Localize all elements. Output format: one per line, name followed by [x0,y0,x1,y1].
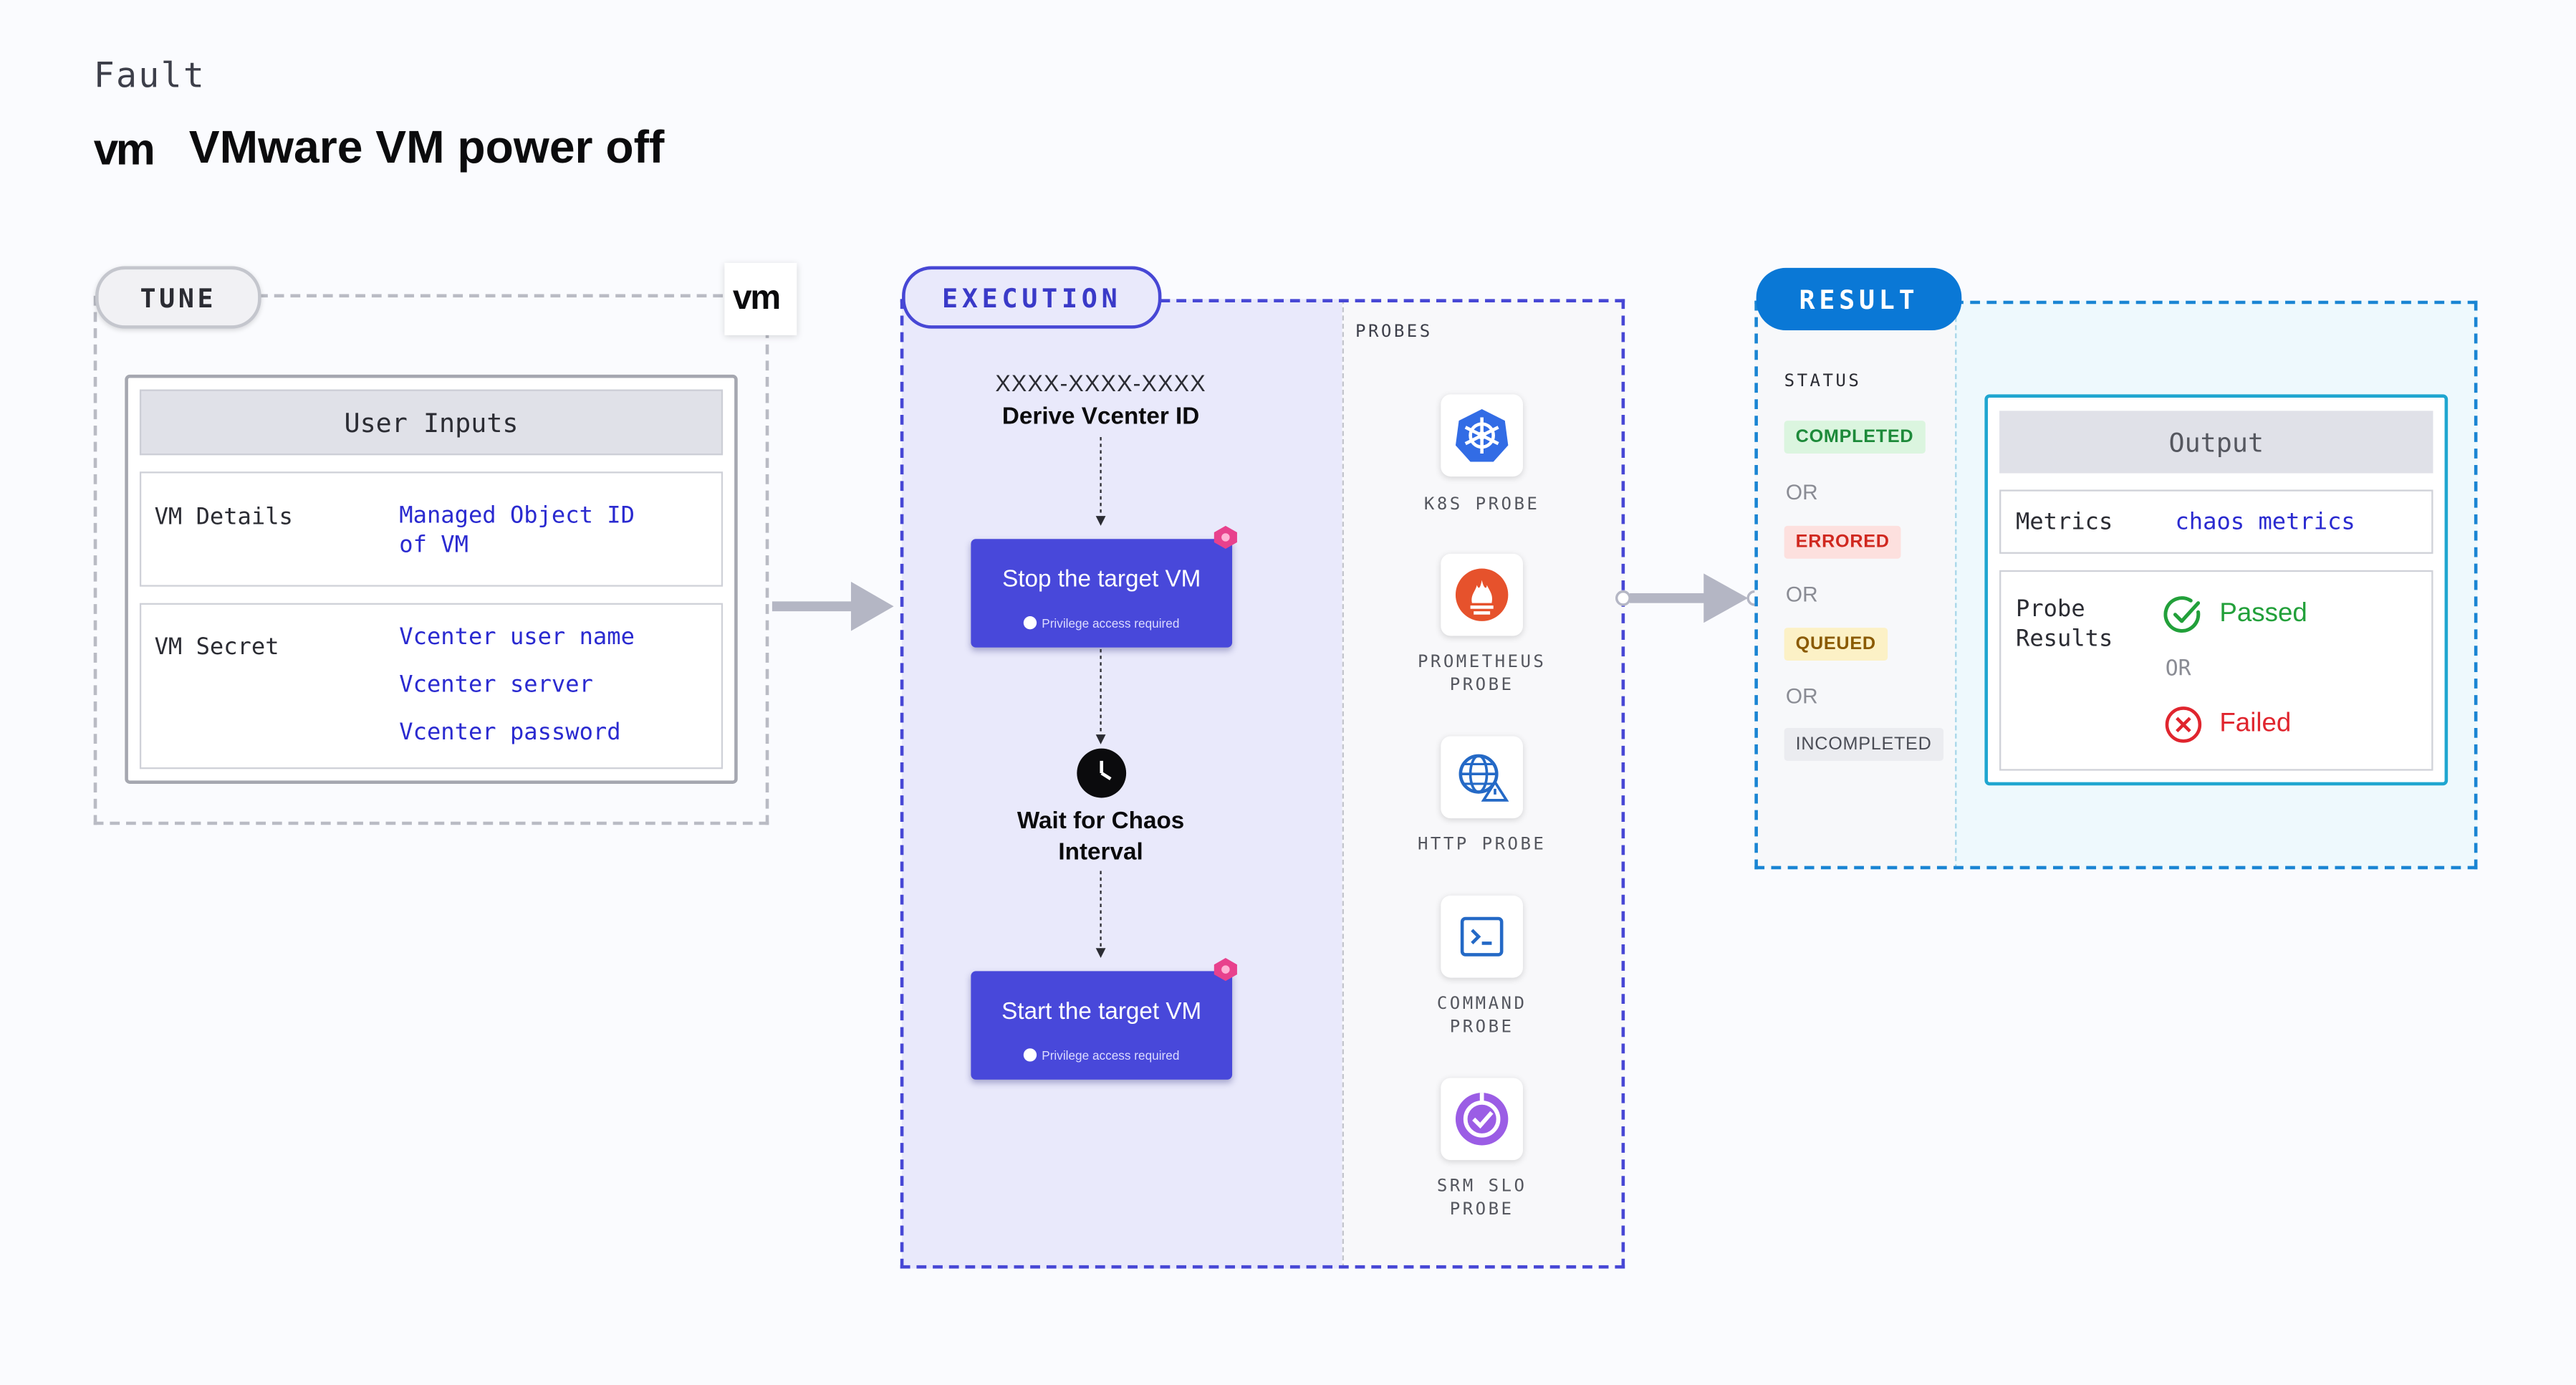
metrics-row [1999,489,2433,554]
result-section [1754,300,2478,870]
status-badge-queued: QUEUED [1784,628,1888,661]
vcenter-id-text: XXXX-XXXX-XXXX [995,370,1206,396]
vmware-tile-icon: vm [724,262,797,335]
vm-secret-value: Vcenter user name [399,624,635,651]
or-separator: OR [1785,684,1818,709]
or-separator: OR [1785,581,1818,607]
output-title: Output [1999,411,2433,474]
tune-to-execution-arrow [772,581,894,631]
clock-icon [1077,748,1127,798]
execution-to-result-arrow [1615,573,1763,623]
metrics-key: Metrics [2016,509,2113,536]
chaos-hub-icon [1213,958,1237,982]
execution-section [900,299,1625,1269]
chaos-hub-icon [1213,525,1237,549]
flow-connector [1095,437,1106,526]
status-badge-completed: COMPLETED [1784,421,1926,454]
tune-label: TUNE [95,266,261,329]
start-vm-step: Start the target VM Privilege access req… [971,971,1233,1080]
status-badge-errored: ERRORED [1784,525,1901,559]
vm-details-key: VM Details [154,504,293,531]
failed-x-icon [2165,706,2202,743]
svg-text:vm: vm [733,282,779,315]
user-inputs-title: User Inputs [139,389,724,456]
page-kicker: Fault [93,55,206,96]
slo-icon [1441,1078,1523,1161]
vm-secret-row [139,603,724,770]
vm-details-row [139,471,724,587]
kubernetes-icon [1441,394,1523,477]
passed-check-icon [2163,596,2201,633]
http-probe-label: HTTP PROBE [1417,835,1547,855]
result-label: RESULT [1756,267,1962,330]
vm-details-value: of VM [399,532,468,559]
probe-results-row [1999,570,2433,771]
flow-connector [1095,871,1106,959]
metrics-value: chaos metrics [2175,509,2355,536]
start-vm-title: Start the target VM [1001,999,1202,1026]
vm-secret-key: VM Secret [154,634,279,661]
status-area [1754,300,1956,870]
probes-heading: PROBES [1355,322,1433,342]
failed-label: Failed [2219,709,2292,738]
http-globe-icon [1441,736,1523,819]
privilege-lock-icon [1024,1048,1037,1062]
privilege-lock-icon [1024,616,1037,630]
status-badge-incompleted: INCOMPLETED [1784,727,1943,761]
stop-vm-title: Stop the target VM [1002,567,1201,593]
flow-connector [1095,648,1106,744]
or-separator: OR [1785,479,1818,505]
vm-details-value: Managed Object ID [399,502,635,529]
passed-label: Passed [2219,600,2307,628]
stop-vm-step: Stop the target VM Privilege access requ… [971,539,1233,648]
or-separator: OR [2165,657,2191,682]
execution-label: EXECUTION [902,266,1162,329]
tune-connector-line [258,294,724,298]
k8s-probe-label: K8S PROBE [1423,494,1540,514]
page-title: VMware VM power off [188,121,665,173]
vmware-logo-icon: vm [94,125,173,174]
tune-section [93,295,769,825]
terminal-icon [1441,895,1523,978]
derive-vcenter-id-label: Derive Vcenter ID [1001,404,1200,431]
start-vm-privilege-note: Privilege access required [971,1048,1232,1063]
vm-secret-value: Vcenter password [399,719,621,747]
svg-text:vm: vm [94,131,153,171]
prometheus-icon [1441,553,1523,636]
stop-vm-privilege-note: Privilege access required [971,616,1232,631]
status-heading: STATUS [1784,371,1862,391]
vm-secret-value: Vcenter server [399,672,593,699]
